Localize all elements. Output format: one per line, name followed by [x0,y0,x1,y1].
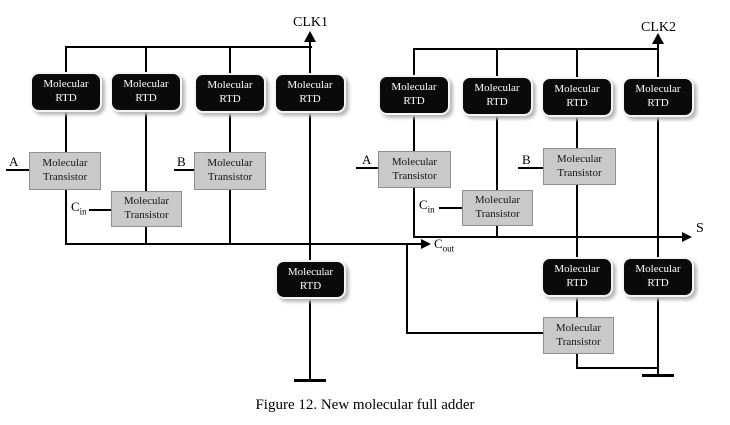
rtd-label-line2: RTD [219,93,241,105]
molecular-rtd-block: Molecular RTD [378,75,450,115]
rtd-label-line2: RTD [135,92,157,104]
rtd-label-line1: Molecular [635,263,681,276]
transistor-label-line1: Molecular [42,157,88,170]
molecular-transistor-block: Molecular Transistor [194,152,266,190]
molecular-rtd-block: Molecular RTD [541,77,613,117]
wire-clk2-top-bus [414,48,659,50]
rtd-label-line2: RTD [486,96,508,108]
transistor-label-line1: Molecular [474,194,521,207]
wire-feedback-branch [406,332,544,334]
wire-clk1-top-bus [66,46,312,48]
transistor-label-line2: Transistor [124,209,169,221]
ground-symbol-left [294,379,326,382]
cout-label: Cout [434,237,454,254]
transistor-label-line1: Molecular [556,152,603,165]
molecular-transistor-block: Molecular Transistor [378,151,451,188]
molecular-rtd-block: Molecular RTD [110,72,182,112]
cout-subscript: out [442,243,455,254]
rtd-label-line2: RTD [299,93,321,105]
cout-arrow-icon [421,239,431,249]
transistor-label-line2: Transistor [392,169,437,182]
rtd-label-line2: RTD [403,95,425,107]
transistor-label-line1: Molecular [207,157,253,170]
input-a-right-label: A [362,152,372,167]
molecular-rtd-block: Molecular RTD [274,73,346,113]
rtd-label-line1: Molecular [474,82,520,95]
rtd-label-line1: Molecular [554,83,600,96]
molecular-transistor-block: Molecular Transistor [29,152,101,190]
molecular-rtd-block: Molecular RTD [541,257,613,297]
wire-input-a-right-stub [356,167,379,169]
transistor-label-line2: Transistor [475,208,520,220]
wire-input-a-left-stub [6,169,30,171]
rtd-label-line2: RTD [647,277,669,289]
wire-sum-bus [414,236,685,238]
molecular-transistor-block: Molecular Transistor [111,191,182,227]
input-cin-left-label: Cin [71,200,87,217]
molecular-transistor-block: Molecular Transistor [543,317,614,354]
rtd-label-line1: Molecular [287,79,333,92]
molecular-transistor-block: Molecular Transistor [543,148,616,185]
wire-input-b-left-stub [174,169,195,171]
clk2-arrow-icon [652,33,664,44]
cin-subscript: in [79,206,87,217]
cin-subscript: in [427,204,435,215]
cin-base: C [71,199,80,214]
input-b-left-label: B [177,154,186,169]
molecular-rtd-block: Molecular RTD [194,73,266,113]
molecular-rtd-block: Molecular RTD [275,260,346,299]
rtd-label-line1: Molecular [554,263,600,276]
wire-column1-right [413,48,415,238]
wire-column3-right [576,48,578,369]
wire-column4-right-to-ground [657,42,659,376]
wire-input-cin-right-stub [439,207,463,209]
wire-cout-bus [66,243,423,245]
transistor-label-line1: Molecular [391,155,438,168]
rtd-label-line1: Molecular [43,78,89,91]
sum-arrow-icon [682,232,692,242]
transistor-label-line2: Transistor [42,171,88,183]
wire-column2-right [496,48,498,238]
rtd-label-line1: Molecular [287,265,334,278]
figure-caption: Figure 12. New molecular full adder [255,397,475,413]
wire-column4-left-to-ground [309,40,311,381]
molecular-transistor-block: Molecular Transistor [462,190,533,226]
molecular-rtd-block: Molecular RTD [622,77,694,117]
molecular-rtd-block: Molecular RTD [622,257,694,297]
clk2-label: CLK2 [641,20,676,35]
rtd-label-line2: RTD [647,97,669,109]
wire-cout-feedback-drop [406,243,408,334]
wire-column1-left [65,46,67,245]
wire-input-cin-left-stub [89,209,112,211]
input-a-left-label: A [9,154,19,169]
molecular-rtd-block: Molecular RTD [30,72,102,112]
rtd-label-line2: RTD [299,279,322,292]
transistor-label-line2: Transistor [556,335,601,348]
rtd-label-line1: Molecular [123,78,169,91]
ground-symbol-right [642,374,674,377]
molecular-rtd-block: Molecular RTD [461,76,533,116]
rtd-label-line2: RTD [566,277,588,289]
transistor-label-line2: Transistor [557,166,602,179]
rtd-label-line2: RTD [566,97,588,109]
rtd-label-line1: Molecular [391,81,437,94]
input-cin-right-label: Cin [419,198,435,215]
cout-base: C [434,236,443,251]
clk1-label: CLK1 [293,15,328,30]
rtd-label-line1: Molecular [207,79,253,92]
wire-column2-left [145,46,147,245]
wire-transistor-to-ground [576,367,659,369]
wire-input-b-right-stub [518,167,544,169]
rtd-label-line2: RTD [55,92,77,104]
wire-column3-left [229,46,231,245]
input-b-right-label: B [522,152,531,167]
rtd-label-line1: Molecular [635,83,681,96]
transistor-label-line1: Molecular [555,321,602,334]
transistor-label-line1: Molecular [123,195,170,208]
transistor-label-line2: Transistor [207,171,253,183]
cin-base: C [419,197,428,212]
clk1-arrow-icon [304,31,316,42]
sum-label: S [696,221,704,236]
